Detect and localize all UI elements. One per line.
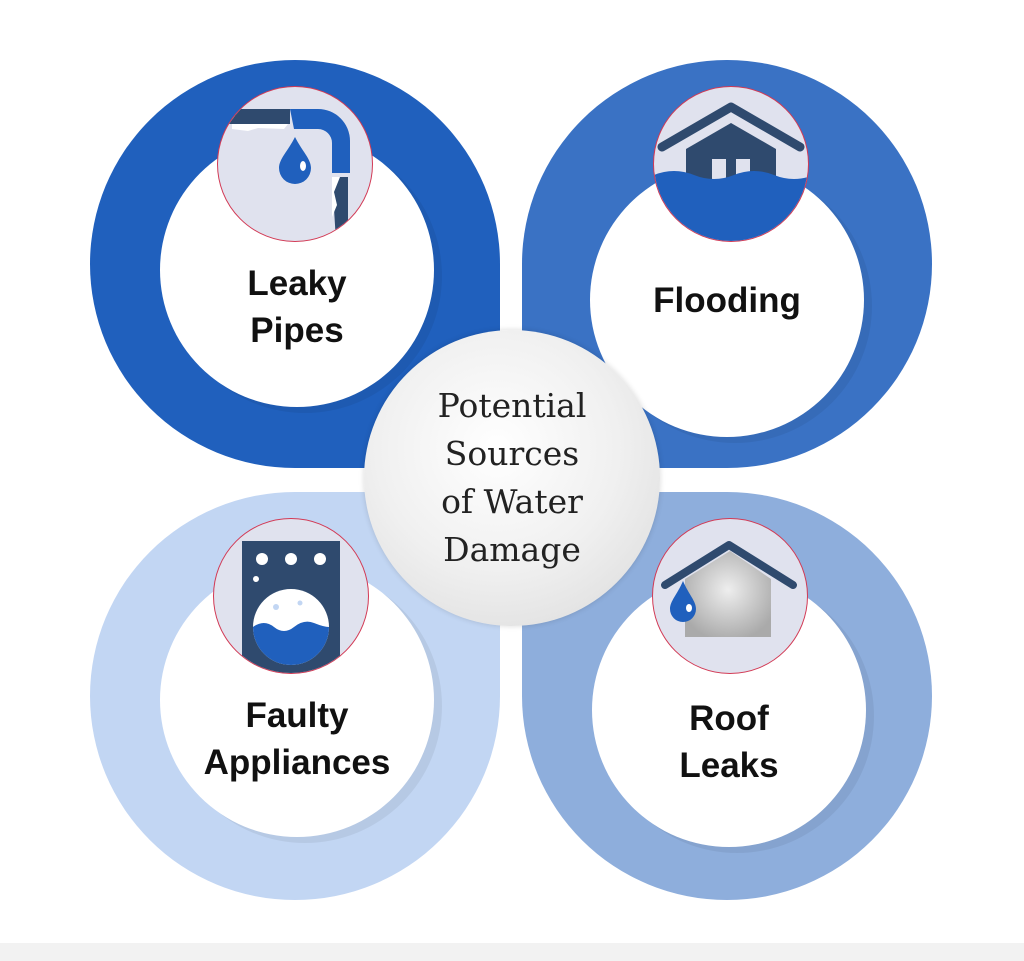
label-line: Roof — [689, 699, 769, 738]
label-leaky-pipes: Leaky Pipes — [167, 260, 427, 354]
label-flooding: Flooding — [597, 277, 857, 324]
label-line: Pipes — [250, 311, 344, 350]
title-line: of Water — [441, 482, 583, 521]
label-line: Faulty — [245, 696, 349, 735]
washing-machine-icon — [213, 518, 369, 674]
bottom-strip — [0, 943, 1024, 961]
leaky-pipe-icon — [217, 86, 373, 242]
title-line: Sources — [444, 434, 580, 473]
title-line: Damage — [443, 530, 581, 569]
label-line: Flooding — [653, 281, 801, 320]
roof-leak-icon — [652, 518, 808, 674]
label-line: Leaks — [679, 746, 779, 785]
center-title: Potential Sources of Water Damage — [364, 330, 660, 626]
title-line: Potential — [437, 386, 587, 425]
label-roof-leaks: Roof Leaks — [599, 695, 859, 789]
label-line: Appliances — [203, 743, 391, 782]
label-line: Leaky — [247, 264, 347, 303]
flooded-house-icon — [653, 86, 809, 242]
label-faulty-appliances: Faulty Appliances — [167, 692, 427, 786]
